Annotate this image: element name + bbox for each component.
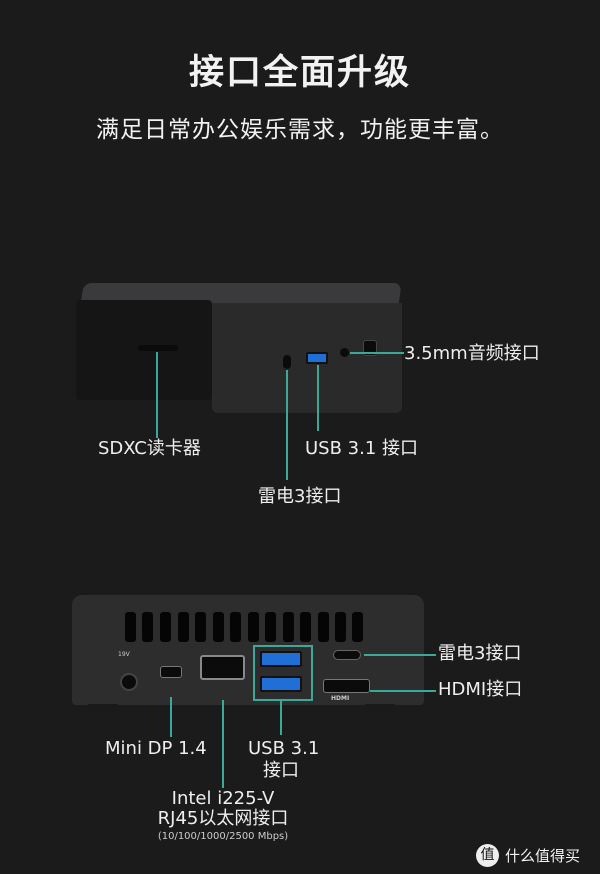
mini-dp-port: [160, 666, 182, 678]
label-mini-dp: Mini DP 1.4: [105, 738, 207, 759]
thunderbolt-port: [283, 355, 291, 369]
power-rating-mark: 19V: [118, 651, 130, 658]
rear-usb-port-1: [260, 651, 302, 667]
rj45-port: [200, 655, 245, 680]
dc-power-jack: [120, 673, 138, 691]
rear-usb-port-2: [260, 676, 302, 692]
label-front-thunderbolt: 雷电3接口: [258, 486, 342, 507]
usb-port: [306, 352, 328, 364]
label-front-usb: USB 3.1 接口: [305, 438, 419, 459]
label-ethernet-model: Intel i225-V: [171, 788, 275, 809]
hdmi-mark: HDMI: [331, 695, 350, 702]
label-rear-thunderbolt: 雷电3接口: [438, 643, 522, 664]
hdmi-port: [323, 679, 370, 693]
audio-jack: [340, 348, 349, 357]
page-subtitle: 满足日常办公娱乐需求，功能更丰富。: [96, 117, 504, 143]
label-ethernet-speed: (10/100/1000/2500 Mbps): [157, 831, 289, 842]
label-audio-jack: 3.5mm音频接口: [404, 343, 540, 364]
watermark-text: 什么值得买: [505, 847, 581, 865]
label-hdmi: HDMI接口: [438, 679, 523, 700]
page-title: 接口全面升级: [188, 53, 411, 93]
label-rear-usb-2: 接口: [263, 760, 299, 781]
label-sdxc-reader: SDXC读卡器: [98, 438, 201, 459]
rear-thunderbolt-port: [333, 650, 361, 660]
label-rear-usb-1: USB 3.1: [248, 738, 320, 759]
sd-card-slot: [138, 345, 178, 351]
label-ethernet-type: RJ45以太网接口: [157, 808, 289, 829]
watermark-logo-icon: 值: [476, 844, 499, 867]
